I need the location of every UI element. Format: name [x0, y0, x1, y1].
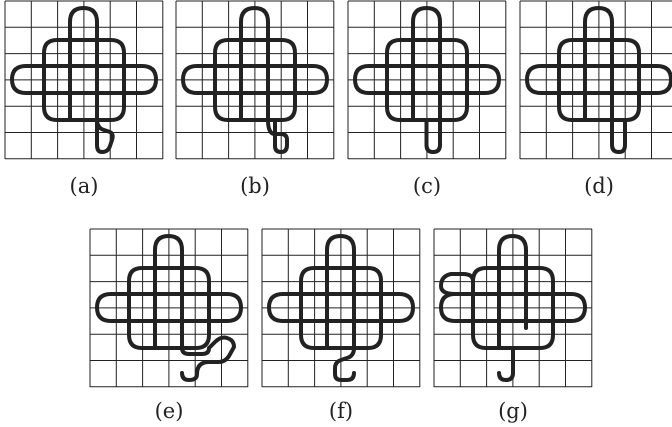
- grid-d: [519, 0, 672, 160]
- panel-c: [347, 0, 507, 160]
- curve-strand: [10, 64, 66, 95]
- curve-strand: [153, 234, 184, 290]
- curve-c: [353, 6, 501, 154]
- caption-d: (d): [584, 174, 614, 198]
- curve-strand: [385, 38, 469, 122]
- curve-b: [181, 6, 329, 154]
- curve-strand: [424, 98, 442, 154]
- curve-strand: [127, 266, 211, 350]
- curve-strand: [610, 98, 627, 154]
- curve-strand: [95, 98, 115, 154]
- curve-e: [95, 234, 243, 382]
- diagram-g-svg: [433, 228, 593, 388]
- curve-strand: [411, 6, 442, 62]
- caption-e: (e): [154, 399, 184, 423]
- curve-strand: [353, 64, 409, 95]
- curve-strand: [42, 38, 126, 122]
- curve-strand: [239, 6, 270, 62]
- curve-strand: [333, 326, 356, 382]
- curve-strand: [267, 292, 323, 323]
- diagram-d-svg: [519, 0, 672, 160]
- caption-f: (f): [328, 399, 354, 423]
- curve-d: [525, 6, 672, 154]
- grid-f: [261, 228, 421, 388]
- grid-c: [347, 0, 507, 160]
- caption-a: (a): [69, 174, 99, 198]
- curve-f: [267, 234, 415, 382]
- curve-strand: [102, 64, 158, 95]
- diagram-f-svg: [261, 228, 421, 388]
- caption-b: (b): [240, 174, 270, 198]
- curve-strand: [531, 292, 587, 323]
- curve-strand: [181, 64, 237, 95]
- grid-e: [89, 228, 249, 388]
- panel-a: [4, 0, 164, 160]
- panel-b: [175, 0, 335, 160]
- curve-strand: [583, 6, 614, 62]
- curve-strand: [187, 292, 243, 323]
- curve-a: [10, 6, 158, 154]
- grid-g: [433, 228, 593, 388]
- curve-strand: [95, 292, 151, 323]
- grid-a: [4, 0, 164, 160]
- curve-strand: [266, 98, 289, 154]
- curve-strand: [213, 38, 297, 122]
- diagram-a-svg: [4, 0, 164, 160]
- curve-strand: [180, 326, 236, 382]
- curve-strand: [471, 266, 555, 350]
- curve-strand: [497, 234, 528, 290]
- diagram-e-svg: [89, 228, 249, 388]
- panel-f: [261, 228, 421, 388]
- curve-strand: [525, 64, 581, 95]
- curve-strand: [445, 64, 501, 95]
- diagram-c-svg: [347, 0, 507, 160]
- grid-b: [175, 0, 335, 160]
- curve-strand: [273, 64, 329, 95]
- panel-e: [89, 228, 249, 388]
- curve-strand: [325, 234, 356, 290]
- curve-strand: [439, 272, 475, 296]
- panel-g: [433, 228, 593, 388]
- diagram-b-svg: [175, 0, 335, 160]
- curve-strand: [557, 38, 641, 122]
- panel-d: [519, 0, 672, 160]
- curve-g: [439, 234, 587, 382]
- curve-strand: [359, 292, 415, 323]
- caption-g: (g): [498, 399, 528, 423]
- curve-strand: [68, 6, 99, 62]
- caption-c: (c): [412, 174, 442, 198]
- curve-strand: [497, 346, 515, 382]
- curve-strand: [617, 64, 672, 95]
- curve-strand: [299, 266, 383, 350]
